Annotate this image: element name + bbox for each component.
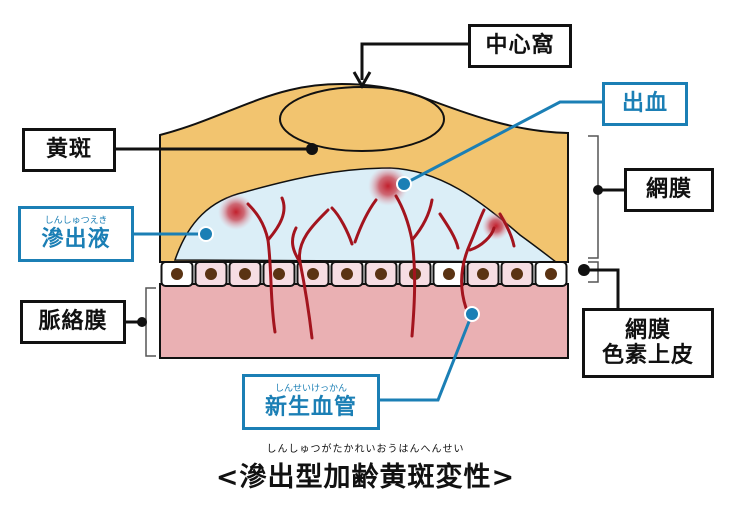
marker-dot-neovessel — [464, 306, 480, 322]
retina-bracket — [588, 135, 599, 259]
vessel — [438, 212, 460, 250]
rpe-cell-nucleus — [477, 268, 489, 280]
label-macula: 黄斑 — [22, 128, 116, 172]
label-neovessel: しんせいけっかん 新生血管 — [242, 374, 380, 430]
rpe-cell-nucleus — [375, 268, 387, 280]
leader-neovessel — [380, 313, 474, 402]
marker-dot-choroid — [137, 317, 147, 327]
leader-rpe — [584, 268, 620, 312]
leader-hemorrhage — [403, 100, 604, 186]
diagram-caption: しんしゅつがたかれいおうはんへんせい <滲出型加齢黄斑変性> — [0, 440, 731, 494]
label-neovessel-text: 新生血管 — [264, 395, 357, 421]
rpe-cell-nucleus — [341, 268, 353, 280]
rpe-bracket — [588, 261, 599, 283]
hemorrhage-spot — [368, 166, 408, 206]
rpe-cell-nucleus — [273, 268, 285, 280]
marker-dot-macula — [306, 143, 318, 155]
vessel — [498, 212, 516, 248]
rpe-cell-nucleus — [239, 268, 251, 280]
label-exudate: しんしゅつえき 滲出液 — [18, 206, 134, 262]
vessel — [468, 226, 496, 252]
rpe-cell-nucleus — [205, 268, 217, 280]
label-rpe-line1: 網膜 — [624, 317, 671, 343]
label-macula-text: 黄斑 — [45, 137, 92, 163]
label-exudate-text: 滲出液 — [41, 227, 111, 253]
marker-dot-rpe — [578, 264, 590, 276]
choroid-layer — [159, 283, 569, 359]
rpe-cell-nucleus — [443, 268, 455, 280]
vessel — [410, 198, 434, 242]
vessel — [330, 206, 354, 246]
label-fovea: 中心窩 — [468, 24, 572, 68]
caption-title: <滲出型加齢黄斑変性> — [215, 462, 516, 493]
leader-fovea-arrow — [352, 71, 372, 90]
choroid-bracket — [145, 287, 156, 357]
marker-dot-retina — [593, 185, 603, 195]
rpe-cell-nucleus — [307, 268, 319, 280]
rpe-cell-nucleus — [545, 268, 557, 280]
rpe-cell-band — [160, 261, 568, 287]
vessel — [460, 208, 486, 310]
label-hemorrhage: 出血 — [602, 82, 688, 126]
hemorrhage-spot — [218, 194, 254, 230]
label-rpe-line2: 色素上皮 — [601, 343, 694, 368]
leader-fovea — [360, 42, 470, 80]
label-neovessel-ruby: しんせいけっかん — [274, 383, 347, 394]
vessel — [266, 196, 286, 242]
label-exudate-ruby: しんしゅつえき — [44, 215, 108, 226]
vessel — [353, 198, 378, 244]
label-rpe: 網膜 色素上皮 — [582, 308, 714, 378]
caption-ruby: しんしゅつがたかれいおうはんへんせい — [266, 444, 465, 455]
marker-dot-hemorrhage — [396, 176, 412, 192]
neovascular-vessels — [246, 194, 516, 340]
marker-dot-exudate — [198, 226, 214, 242]
vessel — [291, 226, 302, 264]
rpe-cell-nucleus — [171, 268, 183, 280]
label-retina-text: 網膜 — [645, 177, 692, 203]
label-choroid-text: 脈絡膜 — [38, 309, 108, 335]
label-retina: 網膜 — [624, 168, 714, 212]
label-fovea-text: 中心窩 — [485, 33, 555, 59]
label-choroid: 脈絡膜 — [20, 300, 126, 344]
rpe-cell-nucleus — [511, 268, 523, 280]
label-hemorrhage-text: 出血 — [621, 91, 668, 117]
